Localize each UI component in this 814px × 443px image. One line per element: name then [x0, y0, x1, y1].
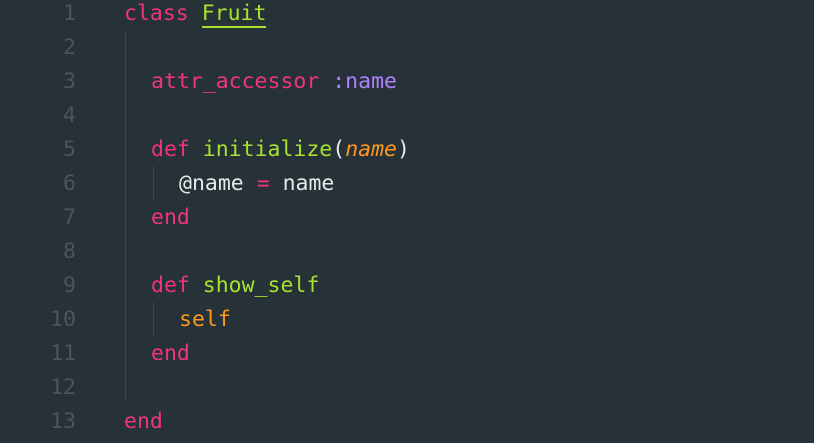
variable: name: [282, 171, 335, 196]
code-line-6[interactable]: @name = name: [179, 167, 334, 201]
keyword-end: end: [151, 341, 190, 366]
self-keyword: self: [179, 307, 231, 332]
assignment-operator: =: [256, 171, 270, 196]
code-line-1[interactable]: class Fruit: [124, 0, 267, 31]
code-line-13[interactable]: end: [124, 405, 163, 439]
keyword-def: def: [151, 137, 190, 162]
line-number: 6: [63, 171, 76, 196]
keyword-end: end: [124, 409, 163, 434]
code-line-5[interactable]: def initialize(name): [151, 133, 410, 167]
line-number: 2: [63, 35, 76, 60]
line-number: 10: [50, 307, 76, 332]
keyword-def: def: [151, 273, 190, 298]
line-number: 12: [50, 375, 76, 400]
line-number: 13: [50, 409, 76, 434]
code-line-9[interactable]: def show_self: [151, 269, 319, 303]
code-line-11[interactable]: end: [151, 337, 190, 371]
method-call: attr_accessor: [151, 69, 320, 94]
indent-guide: [125, 30, 126, 402]
symbol: :name: [332, 69, 397, 94]
method-name: initialize: [202, 137, 333, 162]
instance-variable: @name: [179, 171, 244, 196]
indent-guide: [153, 302, 154, 336]
close-paren: ): [396, 137, 410, 162]
method-name: show_self: [202, 273, 320, 298]
line-number: 1: [63, 1, 76, 26]
code-line-3[interactable]: attr_accessor :name: [151, 65, 397, 99]
line-number: 8: [63, 239, 76, 264]
line-number: 7: [63, 205, 76, 230]
keyword-class: class: [124, 1, 189, 26]
keyword-end: end: [151, 205, 190, 230]
indent-guide: [153, 166, 154, 200]
line-number: 5: [63, 137, 76, 162]
line-number: 9: [63, 273, 76, 298]
line-number: 3: [63, 69, 76, 94]
class-name: Fruit: [201, 1, 267, 28]
line-number: 4: [63, 103, 76, 128]
line-number-gutter: 1 2 3 4 5 6 7 8 9 10 11 12 13: [0, 0, 92, 443]
open-paren: (: [332, 137, 346, 162]
code-line-7[interactable]: end: [151, 201, 190, 235]
line-number: 11: [50, 341, 76, 366]
parameter: name: [345, 137, 397, 162]
code-line-10[interactable]: self: [179, 303, 231, 337]
